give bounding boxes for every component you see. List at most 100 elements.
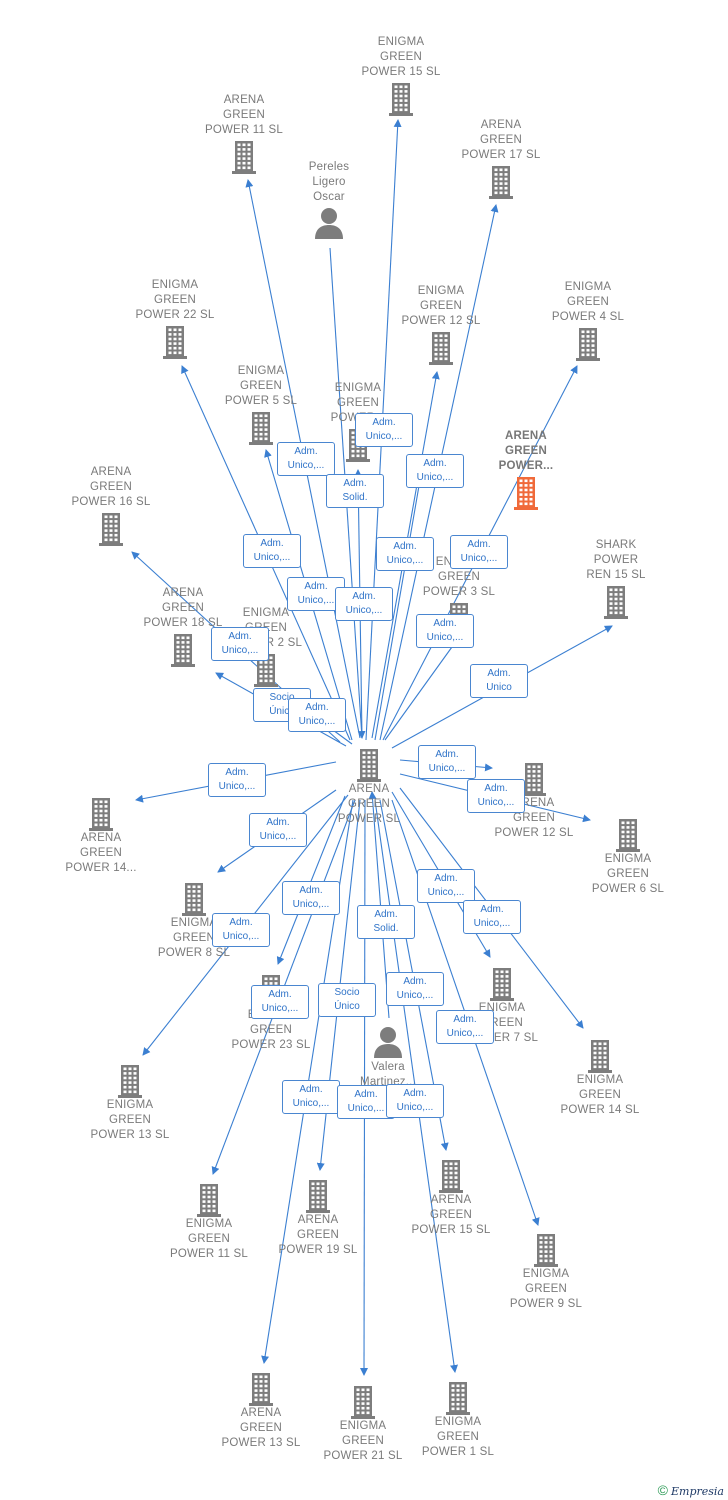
building-icon	[254, 654, 278, 687]
building-icon	[616, 819, 640, 852]
node-enigma4[interactable]: ENIGMA GREEN POWER 4 SL	[533, 280, 643, 361]
node-label: ARENA GREEN POWER SL	[337, 783, 401, 825]
building-icon	[171, 634, 195, 667]
person-icon	[374, 1027, 402, 1058]
node-arena17[interactable]: ARENA GREEN POWER 17 SL	[446, 118, 556, 199]
relation-label[interactable]: Socio Único	[318, 983, 376, 1017]
node-enigma15[interactable]: ENIGMA GREEN POWER 15 SL	[346, 35, 456, 116]
building-icon	[429, 332, 453, 365]
node-enigma5[interactable]: ENIGMA GREEN POWER 5 SL	[206, 364, 316, 445]
node-label: ENIGMA GREEN POWER 14 SL	[560, 1074, 640, 1116]
node-label: ENIGMA GREEN POWER 22 SL	[135, 279, 215, 321]
copyright-icon: ©	[657, 1482, 668, 1498]
node-label: ARENA GREEN POWER 16 SL	[71, 466, 151, 508]
building-icon	[534, 1234, 558, 1267]
node-pereles[interactable]: Pereles Ligero Oscar	[274, 160, 384, 241]
node-enigma6[interactable]: ENIGMA GREEN POWER 6 SL	[573, 816, 683, 897]
relation-label[interactable]: Adm. Unico,...	[288, 698, 346, 732]
edge-enigma23	[276, 795, 346, 965]
node-label: ENIGMA GREEN POWER 5 SL	[224, 365, 298, 407]
node-center[interactable]: ARENA GREEN POWER SL	[314, 746, 424, 827]
node-label: ARENA GREEN POWER 19 SL	[278, 1214, 358, 1256]
node-label: ENIGMA GREEN POWER 6 SL	[591, 853, 665, 895]
relation-label[interactable]: Adm. Unico,...	[355, 413, 413, 447]
node-arena13[interactable]: ARENA GREEN POWER 13 SL	[206, 1370, 316, 1451]
building-icon	[89, 798, 113, 831]
node-enigma22[interactable]: ENIGMA GREEN POWER 22 SL	[120, 278, 230, 359]
node-label: SHARK POWER REN 15 SL	[586, 539, 646, 581]
node-arena16[interactable]: ARENA GREEN POWER 16 SL	[56, 465, 166, 546]
building-icon	[182, 883, 206, 916]
node-arena11[interactable]: ARENA GREEN POWER 11 SL	[189, 93, 299, 174]
relation-label[interactable]: Adm. Unico,...	[208, 763, 266, 797]
relation-label[interactable]: Adm. Solid.	[326, 474, 384, 508]
node-label: ENIGMA GREEN POWER 1 SL	[421, 1416, 495, 1458]
node-valera[interactable]: Valera Martinez...	[333, 1024, 443, 1090]
edge-arenaPower	[374, 479, 423, 741]
relation-label[interactable]: Adm. Unico,...	[211, 627, 269, 661]
relation-label[interactable]: Adm. Unico,...	[418, 745, 476, 779]
relation-label[interactable]: Adm. Unico,...	[416, 614, 474, 648]
node-enigma1[interactable]: ENIGMA GREEN POWER 1 SL	[403, 1379, 513, 1460]
building-icon	[249, 1373, 273, 1406]
relation-label[interactable]: Adm. Unico,...	[337, 1085, 395, 1119]
building-icon	[522, 763, 546, 796]
building-icon	[99, 513, 123, 546]
building-icon	[197, 1184, 221, 1217]
node-enigma8[interactable]: ENIGMA GREEN POWER 8 SL	[139, 880, 249, 961]
relation-label[interactable]: Adm. Unico,...	[249, 813, 307, 847]
relation-label[interactable]: Adm. Unico,...	[277, 442, 335, 476]
relation-label[interactable]: Adm. Unico,...	[463, 900, 521, 934]
building-icon	[351, 1386, 375, 1419]
node-enigma13[interactable]: ENIGMA GREEN POWER 13 SL	[75, 1062, 185, 1143]
relation-label[interactable]: Adm. Unico,...	[450, 535, 508, 569]
building-icon	[588, 1040, 612, 1073]
node-arena14[interactable]: ARENA GREEN POWER 14...	[46, 795, 156, 876]
relation-label[interactable]: Adm. Solid.	[357, 905, 415, 939]
node-label: ENIGMA GREEN POWER 4 SL	[551, 281, 625, 323]
building-icon	[163, 326, 187, 359]
node-label: ARENA GREEN POWER 12 SL	[494, 797, 574, 839]
building-icon	[389, 83, 413, 116]
relation-label[interactable]: Adm. Unico,...	[386, 972, 444, 1006]
building-icon	[118, 1065, 142, 1098]
node-label: ARENA GREEN POWER 14...	[65, 832, 137, 874]
relation-label[interactable]: Adm. Unico,...	[467, 779, 525, 813]
building-icon	[446, 1382, 470, 1415]
node-label: ARENA GREEN POWER 15 SL	[411, 1194, 491, 1236]
node-shark15[interactable]: SHARK POWER REN 15 SL	[561, 538, 671, 619]
node-enigma9[interactable]: ENIGMA GREEN POWER 9 SL	[491, 1231, 601, 1312]
node-enigma11[interactable]: ENIGMA GREEN POWER 11 SL	[154, 1181, 264, 1262]
building-icon	[249, 412, 273, 445]
relation-label[interactable]: Adm. Unico,...	[417, 869, 475, 903]
relation-label[interactable]: Adm. Unico,...	[436, 1010, 494, 1044]
relation-label[interactable]: Adm. Unico,...	[251, 985, 309, 1019]
node-label: ARENA GREEN POWER...	[498, 430, 554, 472]
node-arena19[interactable]: ARENA GREEN POWER 19 SL	[263, 1177, 373, 1258]
relation-label[interactable]: Adm. Unico,...	[282, 1080, 340, 1114]
node-label: ENIGMA GREEN POWER 12 SL	[401, 285, 481, 327]
node-label: ENIGMA GREEN POWER 13 SL	[90, 1099, 170, 1141]
node-enigma12[interactable]: ENIGMA GREEN POWER 12 SL	[386, 284, 496, 365]
relation-label[interactable]: Adm. Unico,...	[335, 587, 393, 621]
relation-label[interactable]: Adm. Unico	[470, 664, 528, 698]
node-arena18[interactable]: ARENA GREEN POWER 18 SL	[128, 586, 238, 667]
footer-brand[interactable]: ©Empresia	[658, 1482, 724, 1498]
relation-label[interactable]: Adm. Unico,...	[243, 534, 301, 568]
node-arena12[interactable]: ARENA GREEN POWER 12 SL	[479, 760, 589, 841]
building-icon	[490, 968, 514, 1001]
building-icon	[489, 166, 513, 199]
relation-label[interactable]: Adm. Unico,...	[212, 913, 270, 947]
building-icon	[604, 586, 628, 619]
relation-label[interactable]: Adm. Unico,...	[282, 881, 340, 915]
relation-label[interactable]: Adm. Unico,...	[386, 1084, 444, 1118]
node-arenaPower[interactable]: ARENA GREEN POWER...	[471, 429, 581, 510]
node-enigma14[interactable]: ENIGMA GREEN POWER 14 SL	[545, 1037, 655, 1118]
relation-label[interactable]: Adm. Unico,...	[406, 454, 464, 488]
node-arena15[interactable]: ARENA GREEN POWER 15 SL	[396, 1157, 506, 1238]
node-label: ENIGMA GREEN POWER 15 SL	[361, 36, 441, 78]
node-enigma21[interactable]: ENIGMA GREEN POWER 21 SL	[308, 1383, 418, 1464]
building-icon	[576, 328, 600, 361]
relation-label[interactable]: Adm. Unico,...	[376, 537, 434, 571]
building-icon	[439, 1160, 463, 1193]
